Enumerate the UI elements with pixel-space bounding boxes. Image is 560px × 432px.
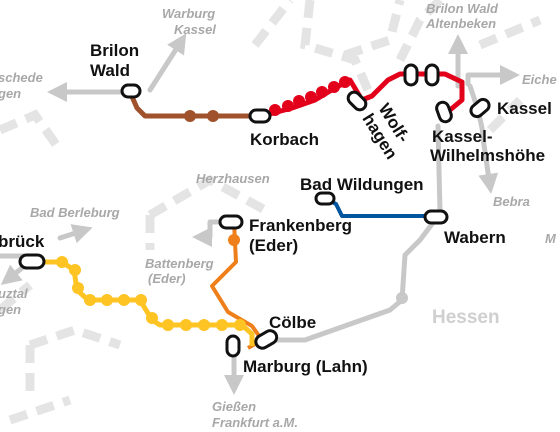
connecting-lines — [0, 33, 520, 395]
destination-label-bebra: Bebra — [493, 194, 530, 209]
station-marker-bad-wildungen[interactable] — [314, 191, 336, 206]
station-label-korbach: Korbach — [250, 130, 319, 149]
station-marker-marburg-b[interactable] — [253, 328, 279, 350]
station-marker-kassel-b[interactable] — [424, 63, 440, 87]
station-label-wolfhagen: Wolf-hagen — [358, 100, 417, 163]
station-label-marburg: Marburg (Lahn) — [243, 357, 368, 376]
state-border — [0, 0, 542, 425]
station-markers — [18, 63, 491, 358]
station-marker-kassel[interactable] — [468, 97, 491, 119]
stop-orange — [228, 234, 240, 246]
station-marker-wolfhagen[interactable] — [346, 90, 369, 113]
station-marker-wabern[interactable] — [423, 209, 449, 225]
station-marker-brilon-wald[interactable] — [120, 83, 142, 99]
destination-label-battenberg: Battenberg(Eder) — [145, 256, 214, 286]
station-label-frankenberg: Frankenberg(Eder) — [249, 216, 352, 255]
stops-brown — [184, 110, 219, 122]
destination-label-eichenberg: Eiche — [522, 72, 557, 87]
station-label-kassel: Kassel — [497, 99, 552, 118]
region-label: Hessen — [432, 307, 500, 328]
station-label-kreuztal-brueck: brück — [0, 232, 45, 251]
line-blue — [324, 196, 435, 218]
station-label-wabern: Wabern — [444, 228, 506, 247]
stop-gray — [396, 292, 408, 304]
station-marker-frankenberg[interactable] — [218, 214, 244, 230]
destination-label-right-edge: M — [545, 231, 557, 246]
stops-red — [269, 76, 351, 116]
station-label-coelbe: Cölbe — [269, 313, 316, 332]
station-marker-kreuztal[interactable] — [18, 253, 46, 270]
station-marker-kassel-wilhelmshoehe[interactable] — [435, 100, 453, 124]
stops-yellow — [56, 256, 246, 331]
line-brown — [127, 90, 258, 119]
station-label-kassel-wilhelmshoehe: Kassel-Wilhelmshöhe — [430, 127, 545, 165]
station-marker-kassel-a[interactable] — [403, 63, 419, 87]
station-marker-marburg-a[interactable] — [225, 334, 241, 358]
station-label-bad-wildungen: Bad Wildungen — [300, 175, 424, 194]
destination-label-bad-berleburg: Bad Berleburg — [30, 205, 120, 220]
destination-label-herzhausen: Herzhausen — [196, 171, 270, 186]
station-marker-korbach[interactable] — [248, 108, 272, 124]
